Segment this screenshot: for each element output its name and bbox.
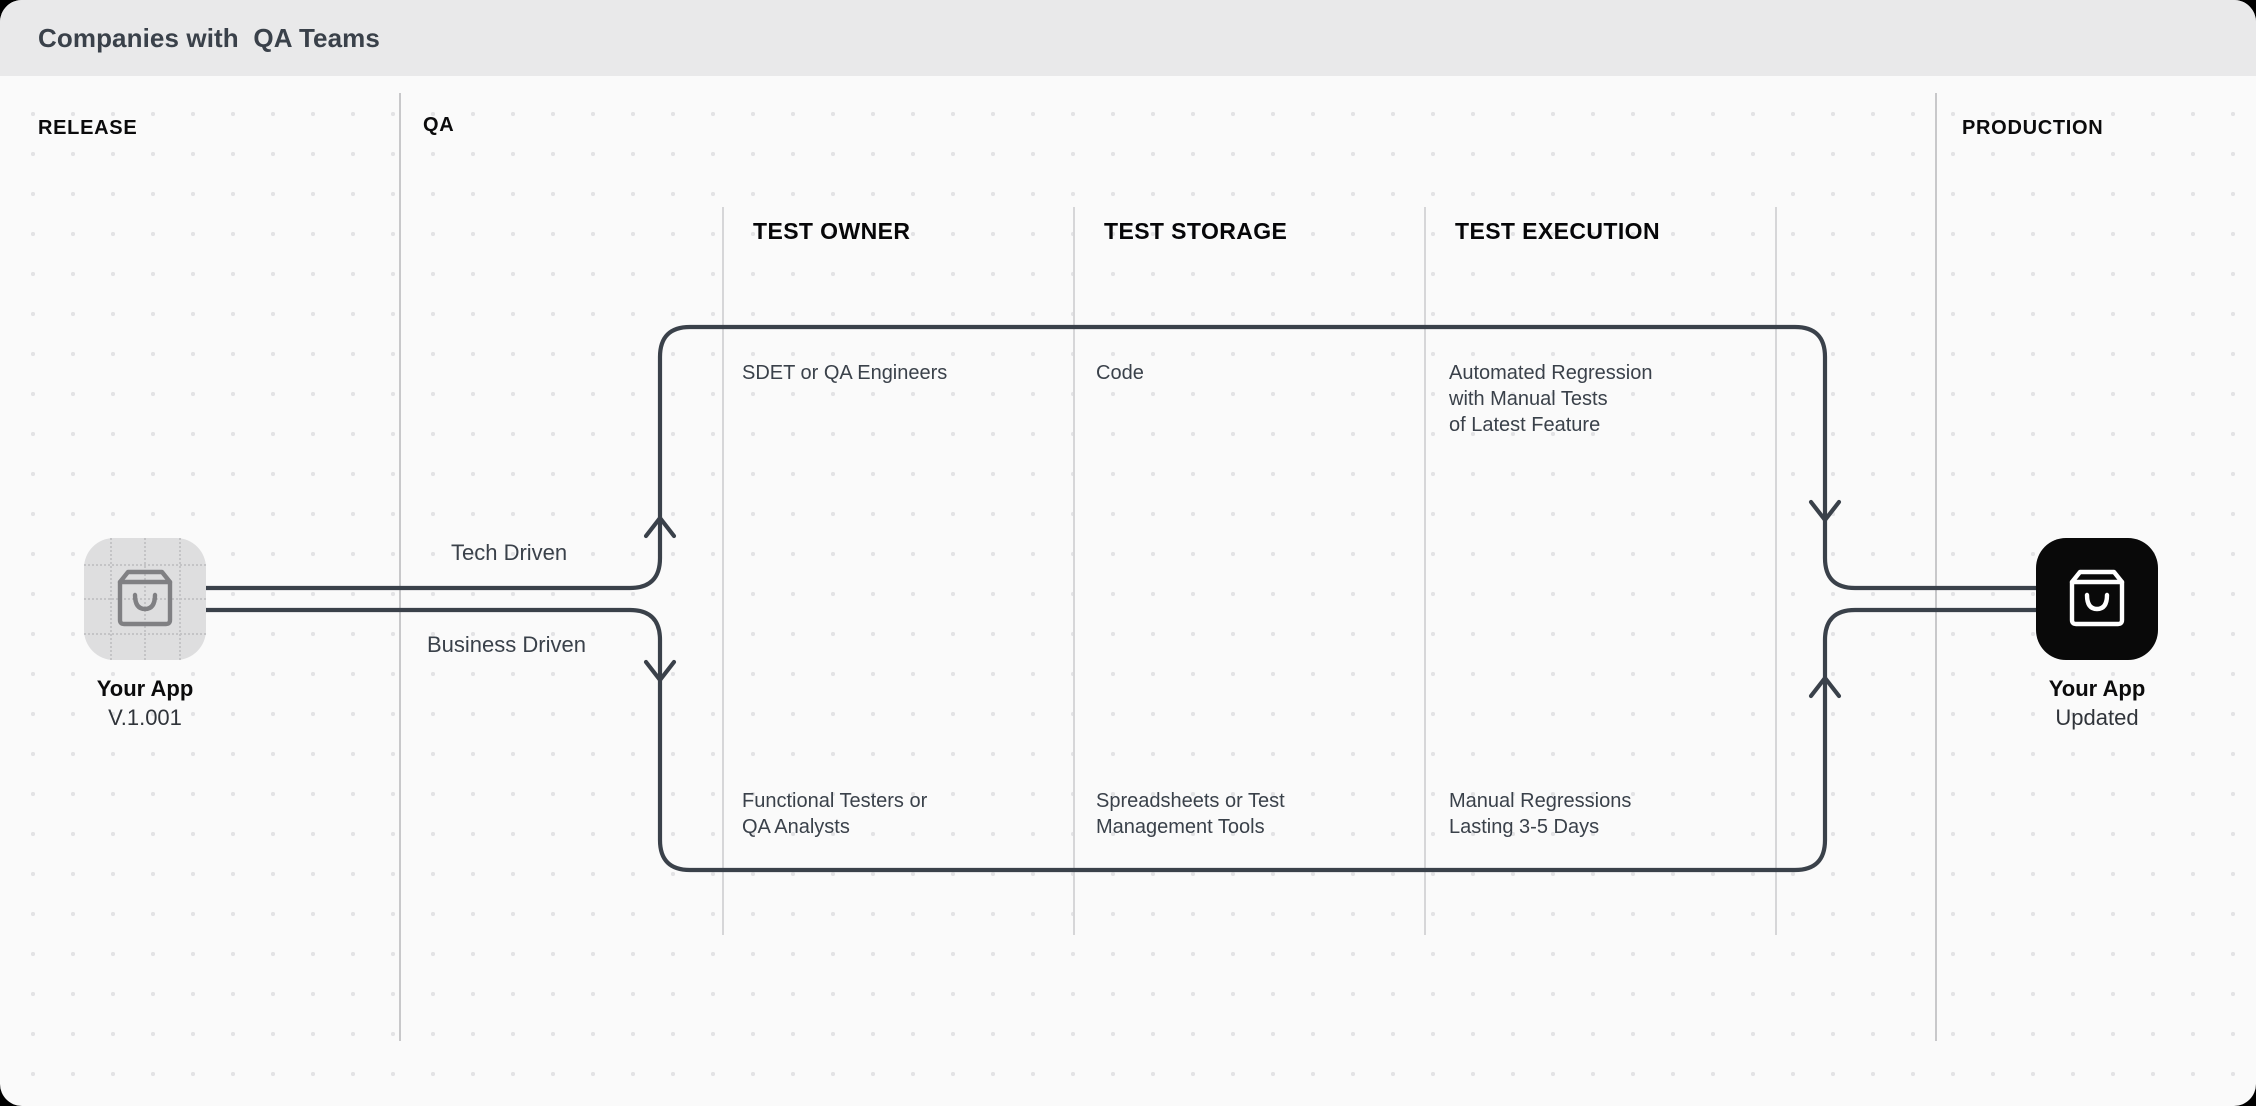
source-app-tile [84,538,206,660]
page-title: Companies with QA Teams [38,22,380,53]
lane-divider-release-qa [399,93,401,1041]
cell-business-test-execution: Manual Regressions Lasting 3-5 Days [1449,790,1632,838]
node-target-app[interactable]: Your App Updated [2036,538,2158,731]
wire-business-driven-loop [657,678,1828,873]
title-bar: Companies with QA Teams [0,0,2256,76]
branch-label-tech-driven: Tech Driven [451,540,568,565]
column-header-test-execution: TEST EXECUTION [1455,218,1660,244]
wire-tech-driven-in [1822,520,2040,591]
column-divider-right [1424,207,1426,935]
column-header-test-storage: TEST STORAGE [1104,218,1288,244]
lane-label-qa: QA [423,114,455,136]
lane-divider-qa-production [1935,93,1937,1041]
target-app-status: Updated [2055,705,2139,730]
column-header-test-owner: TEST OWNER [753,218,911,244]
column-divider-end [1775,207,1777,935]
arrowhead-down-left [643,659,677,683]
cell-tech-test-execution: Automated Regression with Manual Tests o… [1449,362,1653,436]
arrowhead-up-right [1808,675,1842,699]
cell-business-test-owner: Functional Testers or QA Analysts [742,790,928,838]
target-app-tile [2036,538,2158,660]
target-app-name: Your App [2048,676,2146,701]
arrowhead-up-left [643,515,677,539]
source-app-version: V.1.001 [108,705,182,730]
column-divider-mid [1073,207,1075,935]
wire-business-driven-in [1822,607,2040,678]
lane-label-release: RELEASE [38,117,138,139]
cell-business-test-storage: Spreadsheets or Test Management Tools [1096,790,1285,838]
arrowhead-down-right [1808,499,1842,523]
column-divider-left [722,207,724,935]
lane-label-production: PRODUCTION [1962,117,2104,139]
node-source-app[interactable]: Your App V.1.001 [84,538,206,731]
wire-tech-driven [206,520,663,591]
shopping-bag-icon [2069,569,2125,627]
source-app-name: Your App [96,676,194,701]
cell-tech-test-owner: SDET or QA Engineers [742,362,948,384]
shopping-bag-icon [117,569,173,627]
branch-label-business-driven: Business Driven [427,632,586,657]
cell-tech-test-storage: Code [1096,362,1144,384]
